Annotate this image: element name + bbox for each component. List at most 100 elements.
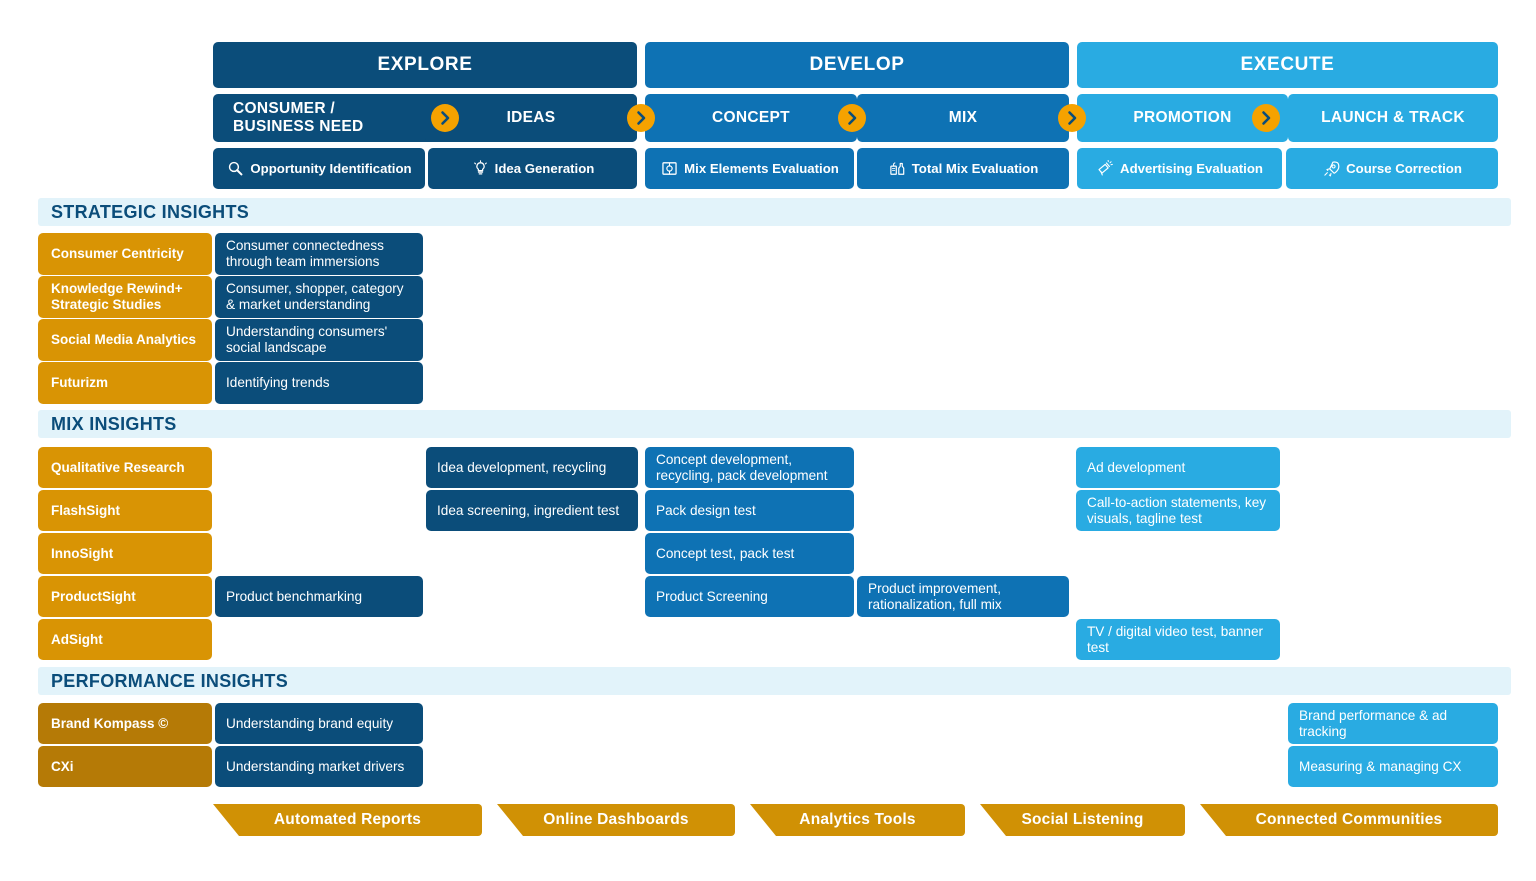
capability-social-media-analytics[interactable]: Social Media Analytics xyxy=(38,319,212,361)
capability-label: CXi xyxy=(51,758,74,774)
lightbulb-icon xyxy=(471,159,490,178)
desc-text: Ad development xyxy=(1087,459,1186,475)
desc-pack-design-test[interactable]: Pack design test xyxy=(645,490,854,531)
desc-idea-development-recycling[interactable]: Idea development, recycling xyxy=(426,447,638,488)
desc-understanding-social-landscape[interactable]: Understanding consumers' social landscap… xyxy=(215,319,423,361)
stage-label: PROMOTION xyxy=(1133,108,1232,126)
desc-text: Understanding market drivers xyxy=(226,758,405,774)
capability-cxi[interactable]: CXi xyxy=(38,746,212,787)
stage-ideas[interactable]: IDEAS xyxy=(425,94,637,142)
section-title: MIX INSIGHTS xyxy=(51,413,177,434)
capability-knowledge-rewind-strategic-studies[interactable]: Knowledge Rewind+ Strategic Studies xyxy=(38,276,212,318)
section-title: PERFORMANCE INSIGHTS xyxy=(51,670,289,691)
stage-label: CONSUMER / BUSINESS NEED xyxy=(233,100,364,137)
desc-text: Brand performance & ad tracking xyxy=(1299,707,1448,739)
desc-text: Identifying trends xyxy=(226,375,330,391)
capability-brand-kompass[interactable]: Brand Kompass © xyxy=(38,703,212,744)
activity-course-correction[interactable]: Course Correction xyxy=(1286,148,1498,189)
capability-label: Futurizm xyxy=(51,375,108,391)
footer-tag-connected-communities[interactable]: Connected Communities xyxy=(1200,804,1498,836)
chevron-right-icon-1 xyxy=(431,104,459,132)
desc-text: Idea development, recycling xyxy=(437,459,607,475)
desc-text: Understanding consumers' social landscap… xyxy=(226,324,388,355)
stage-label-line1: CONSUMER / xyxy=(233,99,336,117)
footer-tag-analytics-tools[interactable]: Analytics Tools xyxy=(750,804,965,836)
capability-consumer-centricity[interactable]: Consumer Centricity xyxy=(38,233,212,275)
capability-qualitative-research[interactable]: Qualitative Research xyxy=(38,447,212,488)
capability-innosight[interactable]: InnoSight xyxy=(38,533,212,574)
desc-product-screening[interactable]: Product Screening xyxy=(645,576,854,617)
chevron-right-icon-5 xyxy=(1252,104,1280,132)
stage-label: CONCEPT xyxy=(712,108,790,126)
desc-text: Consumer, shopper, category & market und… xyxy=(226,281,404,312)
chevron-right-icon-2 xyxy=(627,104,655,132)
blueprint-icon xyxy=(660,159,679,178)
capability-label: AdSight xyxy=(51,631,103,647)
desc-understanding-market-drivers[interactable]: Understanding market drivers xyxy=(215,746,423,787)
desc-concept-test-pack-test[interactable]: Concept test, pack test xyxy=(645,533,854,574)
desc-ad-development[interactable]: Ad development xyxy=(1076,447,1280,488)
capability-label: Consumer Centricity xyxy=(51,246,184,262)
capability-futurizm[interactable]: Futurizm xyxy=(38,362,212,404)
chevron-right-icon-3 xyxy=(838,104,866,132)
desc-consumer-shopper-category[interactable]: Consumer, shopper, category & market und… xyxy=(215,276,423,318)
activity-label: Idea Generation xyxy=(494,160,595,176)
activity-opportunity-identification[interactable]: Opportunity Identification xyxy=(213,148,425,189)
desc-text: Call-to-action statements, key visuals, … xyxy=(1087,494,1267,526)
stage-label: LAUNCH & TRACK xyxy=(1321,108,1465,126)
desc-concept-development-recycling[interactable]: Concept development, recycling, pack dev… xyxy=(645,447,854,488)
desc-text: Product benchmarking xyxy=(226,588,363,604)
desc-consumer-connectedness[interactable]: Consumer connectedness through team imme… xyxy=(215,233,423,275)
desc-text: Measuring & managing CX xyxy=(1299,758,1462,774)
desc-identifying-trends[interactable]: Identifying trends xyxy=(215,362,423,404)
activity-label: Mix Elements Evaluation xyxy=(684,160,839,176)
desc-text: Idea screening, ingredient test xyxy=(437,502,620,518)
capability-label: FlashSight xyxy=(51,502,121,518)
stage-label: MIX xyxy=(948,108,978,126)
footer-tag-automated-reports[interactable]: Automated Reports xyxy=(213,804,482,836)
capability-label: Qualitative Research xyxy=(51,459,185,475)
stage-launch-track[interactable]: LAUNCH & TRACK xyxy=(1288,94,1498,142)
chevron-right-icon-4 xyxy=(1058,104,1086,132)
desc-tv-digital-video-test[interactable]: TV / digital video test, banner test xyxy=(1076,619,1280,660)
desc-understanding-brand-equity[interactable]: Understanding brand equity xyxy=(215,703,423,744)
footer-tag-online-dashboards[interactable]: Online Dashboards xyxy=(497,804,735,836)
footer-tag-social-listening[interactable]: Social Listening xyxy=(980,804,1185,836)
desc-text: Understanding brand equity xyxy=(226,715,394,731)
stage-concept[interactable]: CONCEPT xyxy=(645,94,857,142)
desc-brand-performance-ad-tracking[interactable]: Brand performance & ad tracking xyxy=(1288,703,1498,744)
stage-label-line2: BUSINESS NEED xyxy=(233,118,364,135)
desc-idea-screening-ingredient-test[interactable]: Idea screening, ingredient test xyxy=(426,490,638,531)
capability-adsight[interactable]: AdSight xyxy=(38,619,212,660)
desc-call-to-action-statements[interactable]: Call-to-action statements, key visuals, … xyxy=(1076,490,1280,531)
phase-explore[interactable]: EXPLORE xyxy=(213,42,637,88)
activity-label: Opportunity Identification xyxy=(250,160,412,176)
desc-measuring-managing-cx[interactable]: Measuring & managing CX xyxy=(1288,746,1498,787)
capability-label: Brand Kompass © xyxy=(51,715,169,731)
phase-develop[interactable]: DEVELOP xyxy=(645,42,1069,88)
phase-label: DEVELOP xyxy=(809,53,905,75)
activity-total-mix-evaluation[interactable]: Total Mix Evaluation xyxy=(857,148,1069,189)
footer-tag-label: Connected Communities xyxy=(1255,811,1443,828)
section-header-strategic-insights: STRATEGIC INSIGHTS xyxy=(38,198,1511,226)
activity-mix-elements-evaluation[interactable]: Mix Elements Evaluation xyxy=(645,148,854,189)
capability-label: ProductSight xyxy=(51,588,136,604)
capability-label: Social Media Analytics xyxy=(51,332,197,348)
activity-idea-generation[interactable]: Idea Generation xyxy=(428,148,637,189)
stage-mix[interactable]: MIX xyxy=(857,94,1069,142)
desc-product-benchmarking[interactable]: Product benchmarking xyxy=(215,576,423,617)
stage-label: IDEAS xyxy=(506,108,556,126)
phase-execute[interactable]: EXECUTE xyxy=(1077,42,1498,88)
section-header-mix-insights: MIX INSIGHTS xyxy=(38,410,1511,438)
desc-text: Product improvement, rationalization, fu… xyxy=(868,580,1002,612)
activity-advertising-evaluation[interactable]: Advertising Evaluation xyxy=(1077,148,1282,189)
footer-tag-label: Analytics Tools xyxy=(799,811,916,828)
desc-text: Product Screening xyxy=(656,588,768,604)
capability-productsight[interactable]: ProductSight xyxy=(38,576,212,617)
activity-label: Advertising Evaluation xyxy=(1120,160,1263,176)
desc-text: Concept test, pack test xyxy=(656,545,795,561)
desc-text: Consumer connectedness through team imme… xyxy=(226,238,384,269)
desc-product-improvement-rationalization[interactable]: Product improvement, rationalization, fu… xyxy=(857,576,1069,617)
footer-tag-label: Automated Reports xyxy=(273,811,422,828)
capability-flashsight[interactable]: FlashSight xyxy=(38,490,212,531)
